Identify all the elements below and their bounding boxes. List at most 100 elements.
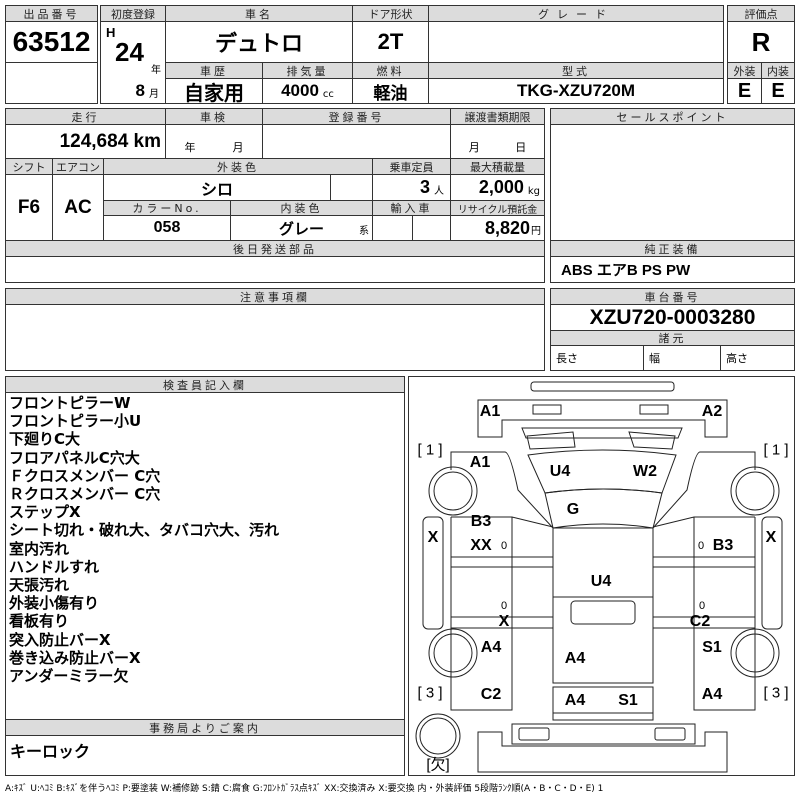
damage-label: U4	[549, 463, 571, 480]
model-label: 型式	[428, 62, 724, 79]
note-item: シート切れ・破れ大、タバコ穴大、汚れ	[9, 521, 280, 540]
recycle-unit: 円	[531, 226, 541, 237]
note-item: 外装小傷有り	[9, 594, 100, 613]
transfer-month-unit: 月	[468, 141, 480, 154]
damage-label: A1	[479, 403, 501, 420]
displacement-value: 4000	[281, 81, 319, 100]
capacity-unit: 人	[434, 186, 444, 197]
interior-color-value: グレー	[278, 220, 324, 238]
color-label: 外装色	[103, 158, 373, 175]
tire-grade: [ 1 ]	[417, 441, 443, 459]
displacement-label: 排気量	[262, 62, 353, 79]
interior-grade: E	[761, 78, 795, 104]
damage-label: G	[566, 501, 580, 518]
damage-label: 0	[500, 540, 508, 552]
inspector-notes: フロントピラーW フロントピラー小U 下廻りC大 フロアパネルC穴大 Ｆクロスメ…	[9, 394, 279, 685]
lot-number: 63512	[5, 21, 98, 63]
mileage-label: 走行	[5, 108, 166, 125]
color-no-label: カラーNo.	[103, 200, 231, 216]
note-item: 看板有り	[9, 612, 70, 631]
month: 8	[135, 80, 145, 100]
note-item: フロントピラー小U	[9, 412, 142, 431]
era: H	[106, 25, 116, 40]
color: シロ	[103, 174, 331, 201]
damage-label: A4	[564, 692, 586, 709]
note-item: 天張汚れ	[9, 576, 70, 595]
sales-point-label: セールスポイント	[550, 108, 795, 125]
recycle-label: リサイクル預託金	[450, 200, 545, 216]
interior-label: 内装	[761, 62, 795, 79]
damage-label: A4	[701, 686, 723, 703]
damage-label: W2	[633, 463, 657, 480]
damage-diagram	[408, 376, 795, 776]
office-label: 事務局よりご案内	[5, 719, 405, 736]
load-value: 2,000	[478, 177, 524, 197]
load-label: 最大積載量	[450, 158, 545, 175]
note-item: フロントピラーW	[9, 394, 131, 412]
spare-tire-grade: [欠]	[426, 756, 450, 774]
sales-point	[550, 124, 795, 241]
year-unit: 年	[151, 65, 161, 76]
office-note: キーロック	[10, 742, 91, 761]
chassis-label: 車台番号	[550, 288, 795, 305]
damage-label: S1	[618, 692, 638, 709]
history: 自家用	[165, 78, 263, 105]
import-label: 輸入車	[372, 200, 451, 216]
specs-label: 諸元	[550, 330, 795, 346]
length-label: 長さ	[550, 345, 644, 371]
first-reg-year: H 24 年	[100, 21, 166, 79]
color-extra	[330, 174, 373, 201]
interior-color-label: 内装色	[230, 200, 373, 216]
year: 24	[115, 37, 144, 67]
transfer-day-unit: 日	[515, 141, 527, 154]
height-label: 高さ	[720, 345, 795, 371]
inspection-year-unit: 年	[184, 141, 196, 154]
tire-grade: [ 1 ]	[763, 441, 789, 459]
transfer-label: 譲渡書類期限	[450, 108, 545, 125]
grade	[428, 21, 724, 63]
note-item: Ｆクロスメンバー C穴	[9, 466, 161, 485]
exterior-label: 外装	[727, 62, 762, 79]
car-name: デュトロ	[165, 21, 353, 63]
inspection-month-unit: 月	[232, 141, 244, 154]
note-item: アンダーミラー欠	[9, 667, 129, 686]
reg-no-label: 登録番号	[262, 108, 451, 125]
mileage: 124,684 km	[5, 124, 166, 159]
tire-grade: [ 3 ]	[417, 684, 443, 702]
color-no: 058	[103, 215, 231, 241]
fuel: 軽油	[352, 78, 429, 104]
month-unit: 月	[149, 89, 159, 100]
capacity-value: 3	[419, 177, 430, 197]
inspector-label: 検査員記入欄	[5, 376, 405, 393]
grade-label: グレード	[428, 5, 724, 22]
damage-label: A4	[480, 639, 502, 656]
equipment-label: 純正装備	[550, 240, 795, 257]
damage-label: X	[498, 613, 510, 630]
damage-label: C2	[480, 686, 502, 703]
interior-color: グレー 系	[230, 215, 373, 241]
chassis-number: XZU720-0003280	[550, 304, 795, 331]
door-type: 2T	[352, 21, 429, 63]
import-b	[412, 215, 451, 241]
equipment: ABS エアB PS PW	[550, 256, 795, 283]
damage-label: X	[765, 529, 777, 546]
shift: F6	[5, 174, 53, 241]
recycle-value: 8,820	[484, 217, 530, 238]
fuel-label: 燃料	[352, 62, 429, 79]
capacity-label: 乗車定員	[372, 158, 451, 175]
damage-label: A4	[564, 650, 586, 667]
damage-label: XX	[470, 537, 492, 554]
car-name-label: 車名	[165, 5, 353, 22]
damage-label: B3	[712, 537, 734, 554]
damage-label: A1	[469, 454, 491, 471]
transfer-deadline: 月日	[450, 124, 545, 159]
damage-label: A2	[701, 403, 723, 420]
load-unit: kg	[527, 186, 540, 197]
score-label: 評価点	[727, 5, 795, 22]
truck-outline	[415, 381, 783, 773]
note-item: 巻き込み防止バーX	[9, 648, 141, 667]
